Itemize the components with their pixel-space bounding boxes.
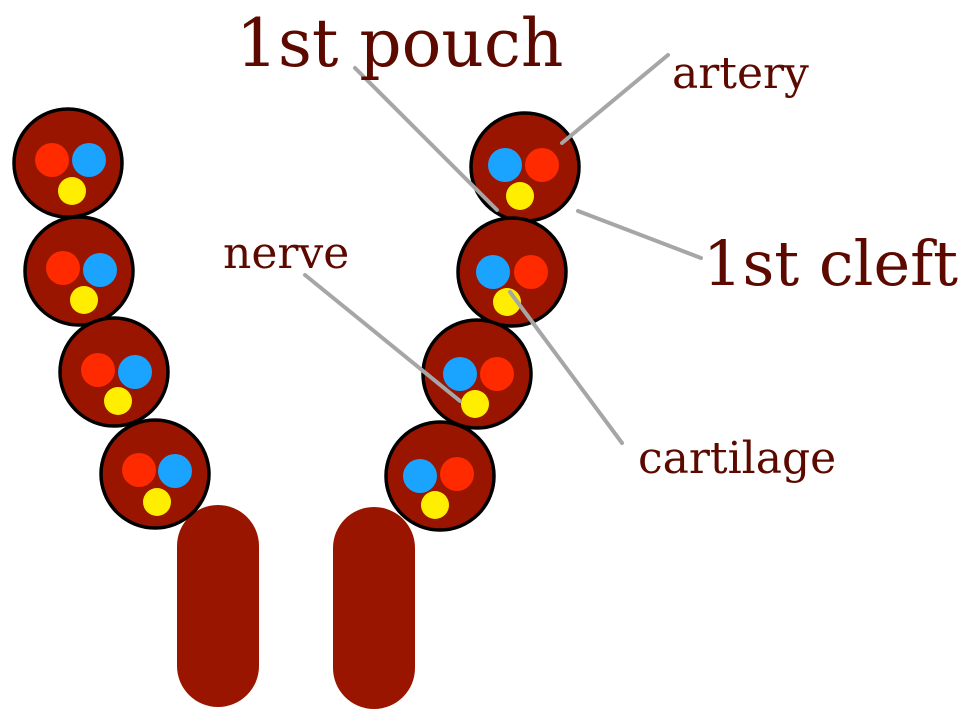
left-arch-3 xyxy=(60,318,168,426)
leader-artery xyxy=(562,55,668,143)
label-first-cleft: 1st cleft xyxy=(703,227,958,300)
leader-first-pouch xyxy=(355,68,497,210)
left-arch-2 xyxy=(25,217,133,325)
label-cartilage: cartilage xyxy=(638,433,836,484)
left-stem xyxy=(177,505,259,707)
left-arch-1 xyxy=(14,109,122,217)
right-arch-1 xyxy=(471,113,579,221)
right-arch-4 xyxy=(386,422,494,530)
right-arch-2 xyxy=(458,218,566,326)
label-artery: artery xyxy=(672,48,809,99)
leader-first-cleft xyxy=(578,211,701,258)
label-first-pouch: 1st pouch xyxy=(236,5,563,82)
right-arch-3 xyxy=(423,320,531,428)
right-stem xyxy=(333,507,415,709)
left-arch-4 xyxy=(101,420,209,528)
label-nerve: nerve xyxy=(223,228,349,279)
